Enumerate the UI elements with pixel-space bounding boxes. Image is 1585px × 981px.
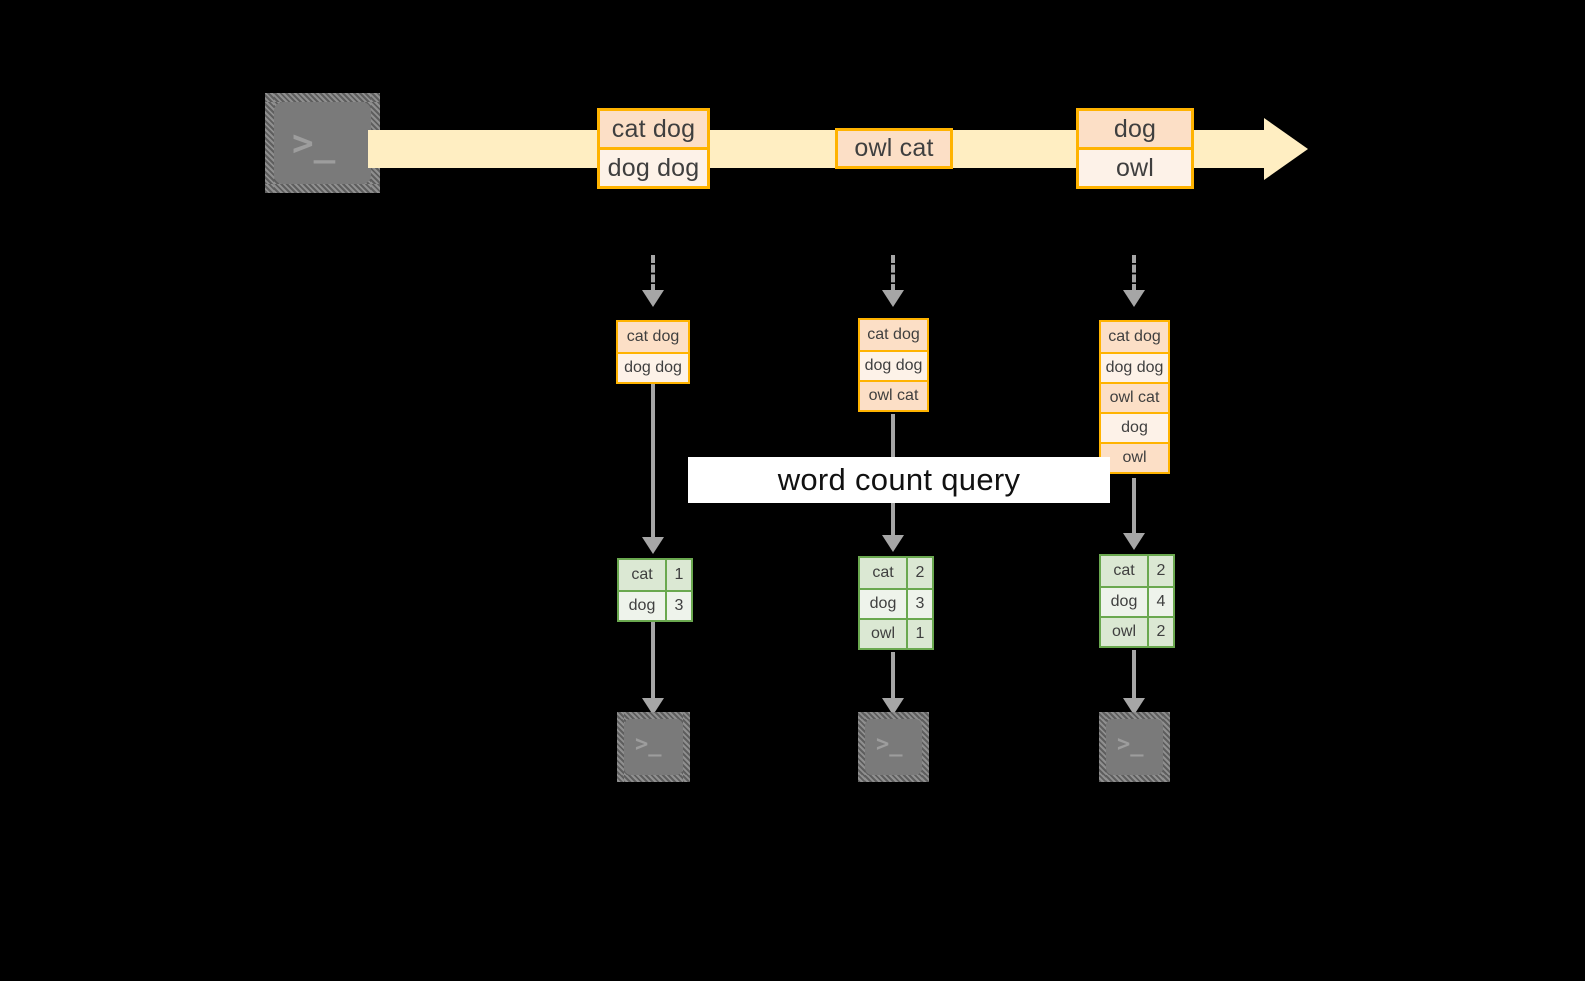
result-word: owl bbox=[860, 620, 906, 648]
snapshot-1-tap-line bbox=[651, 255, 655, 292]
table-row: dog 4 bbox=[1101, 586, 1173, 616]
result-word: dog bbox=[619, 592, 665, 620]
result-word: cat bbox=[1101, 556, 1147, 586]
record-line: dog bbox=[1079, 111, 1191, 147]
snapshot-3-sink-line bbox=[1132, 650, 1136, 702]
snapshot-1-query-line bbox=[651, 384, 655, 539]
snapshot-2-sink-terminal-icon: >_ bbox=[858, 712, 929, 782]
query-banner: word count query bbox=[688, 457, 1110, 503]
snapshot-2-sink-line bbox=[891, 652, 895, 702]
snapshot-3-input-stack: cat dog dog dog owl cat dog owl bbox=[1099, 320, 1170, 474]
table-row: dog 3 bbox=[860, 588, 932, 618]
table-row: cat 2 bbox=[1101, 556, 1173, 586]
source-terminal-icon: >_ bbox=[265, 93, 380, 193]
query-label: word count query bbox=[777, 462, 1021, 497]
stack-line: cat dog bbox=[618, 322, 688, 352]
snapshot-1-input-stack: cat dog dog dog bbox=[616, 320, 690, 384]
result-count: 2 bbox=[1147, 556, 1173, 586]
terminal-screen: >_ bbox=[1106, 719, 1163, 775]
stack-line: owl cat bbox=[1101, 382, 1168, 412]
record-line: dog dog bbox=[600, 147, 707, 186]
snapshot-2-result-table: cat 2 dog 3 owl 1 bbox=[858, 556, 934, 650]
stack-line: owl cat bbox=[860, 380, 927, 410]
result-word: cat bbox=[619, 560, 665, 590]
stream-record-3: dog owl bbox=[1076, 108, 1194, 189]
terminal-screen: >_ bbox=[865, 719, 922, 775]
stack-line: dog dog bbox=[618, 352, 688, 382]
snapshot-3-tap-arrowhead-icon bbox=[1123, 290, 1145, 307]
terminal-prompt-glyph: >_ bbox=[876, 732, 903, 757]
stream-record-1: cat dog dog dog bbox=[597, 108, 710, 189]
result-count: 2 bbox=[906, 558, 932, 588]
stack-line: owl bbox=[1101, 442, 1168, 472]
record-line: cat dog bbox=[600, 111, 707, 147]
snapshot-1-query-arrowhead-icon bbox=[642, 537, 664, 554]
result-count: 2 bbox=[1147, 618, 1173, 646]
terminal-screen: >_ bbox=[624, 719, 683, 775]
snapshot-2-sink-arrowhead-icon bbox=[882, 698, 904, 715]
snapshot-3-tap-line bbox=[1132, 255, 1136, 292]
snapshot-3-sink-terminal-icon: >_ bbox=[1099, 712, 1170, 782]
result-count: 4 bbox=[1147, 588, 1173, 616]
snapshot-2-query-arrowhead-icon bbox=[882, 535, 904, 552]
stack-line: cat dog bbox=[860, 320, 927, 350]
stack-line: dog bbox=[1101, 412, 1168, 442]
result-count: 3 bbox=[906, 590, 932, 618]
snapshot-3-query-arrowhead-icon bbox=[1123, 533, 1145, 550]
result-word: dog bbox=[860, 590, 906, 618]
terminal-prompt-glyph: >_ bbox=[292, 123, 336, 164]
result-word: dog bbox=[1101, 588, 1147, 616]
snapshot-2-tap-arrowhead-icon bbox=[882, 290, 904, 307]
snapshot-1-sink-arrowhead-icon bbox=[642, 698, 664, 715]
table-row: owl 1 bbox=[860, 618, 932, 648]
table-row: cat 1 bbox=[619, 560, 691, 590]
table-row: cat 2 bbox=[860, 558, 932, 588]
record-line: owl cat bbox=[838, 131, 950, 166]
terminal-prompt-glyph: >_ bbox=[635, 732, 662, 757]
snapshot-2-tap-line bbox=[891, 255, 895, 292]
snapshot-1-sink-line bbox=[651, 622, 655, 702]
stream-arrowhead-icon bbox=[1264, 118, 1308, 180]
result-count: 1 bbox=[906, 620, 932, 648]
record-line: owl bbox=[1079, 147, 1191, 186]
table-row: dog 3 bbox=[619, 590, 691, 620]
stack-line: dog dog bbox=[860, 350, 927, 380]
snapshot-2-input-stack: cat dog dog dog owl cat bbox=[858, 318, 929, 412]
stack-line: dog dog bbox=[1101, 352, 1168, 382]
result-count: 3 bbox=[665, 592, 691, 620]
snapshot-3-query-line bbox=[1132, 478, 1136, 535]
result-word: cat bbox=[860, 558, 906, 588]
snapshot-1-tap-arrowhead-icon bbox=[642, 290, 664, 307]
terminal-prompt-glyph: >_ bbox=[1117, 732, 1144, 757]
result-word: owl bbox=[1101, 618, 1147, 646]
table-row: owl 2 bbox=[1101, 616, 1173, 646]
snapshot-1-sink-terminal-icon: >_ bbox=[617, 712, 690, 782]
stack-line: cat dog bbox=[1101, 322, 1168, 352]
snapshot-1-result-table: cat 1 dog 3 bbox=[617, 558, 693, 622]
snapshot-3-result-table: cat 2 dog 4 owl 2 bbox=[1099, 554, 1175, 648]
snapshot-3-sink-arrowhead-icon bbox=[1123, 698, 1145, 715]
stream-record-2: owl cat bbox=[835, 128, 953, 169]
terminal-screen: >_ bbox=[274, 102, 371, 184]
result-count: 1 bbox=[665, 560, 691, 590]
